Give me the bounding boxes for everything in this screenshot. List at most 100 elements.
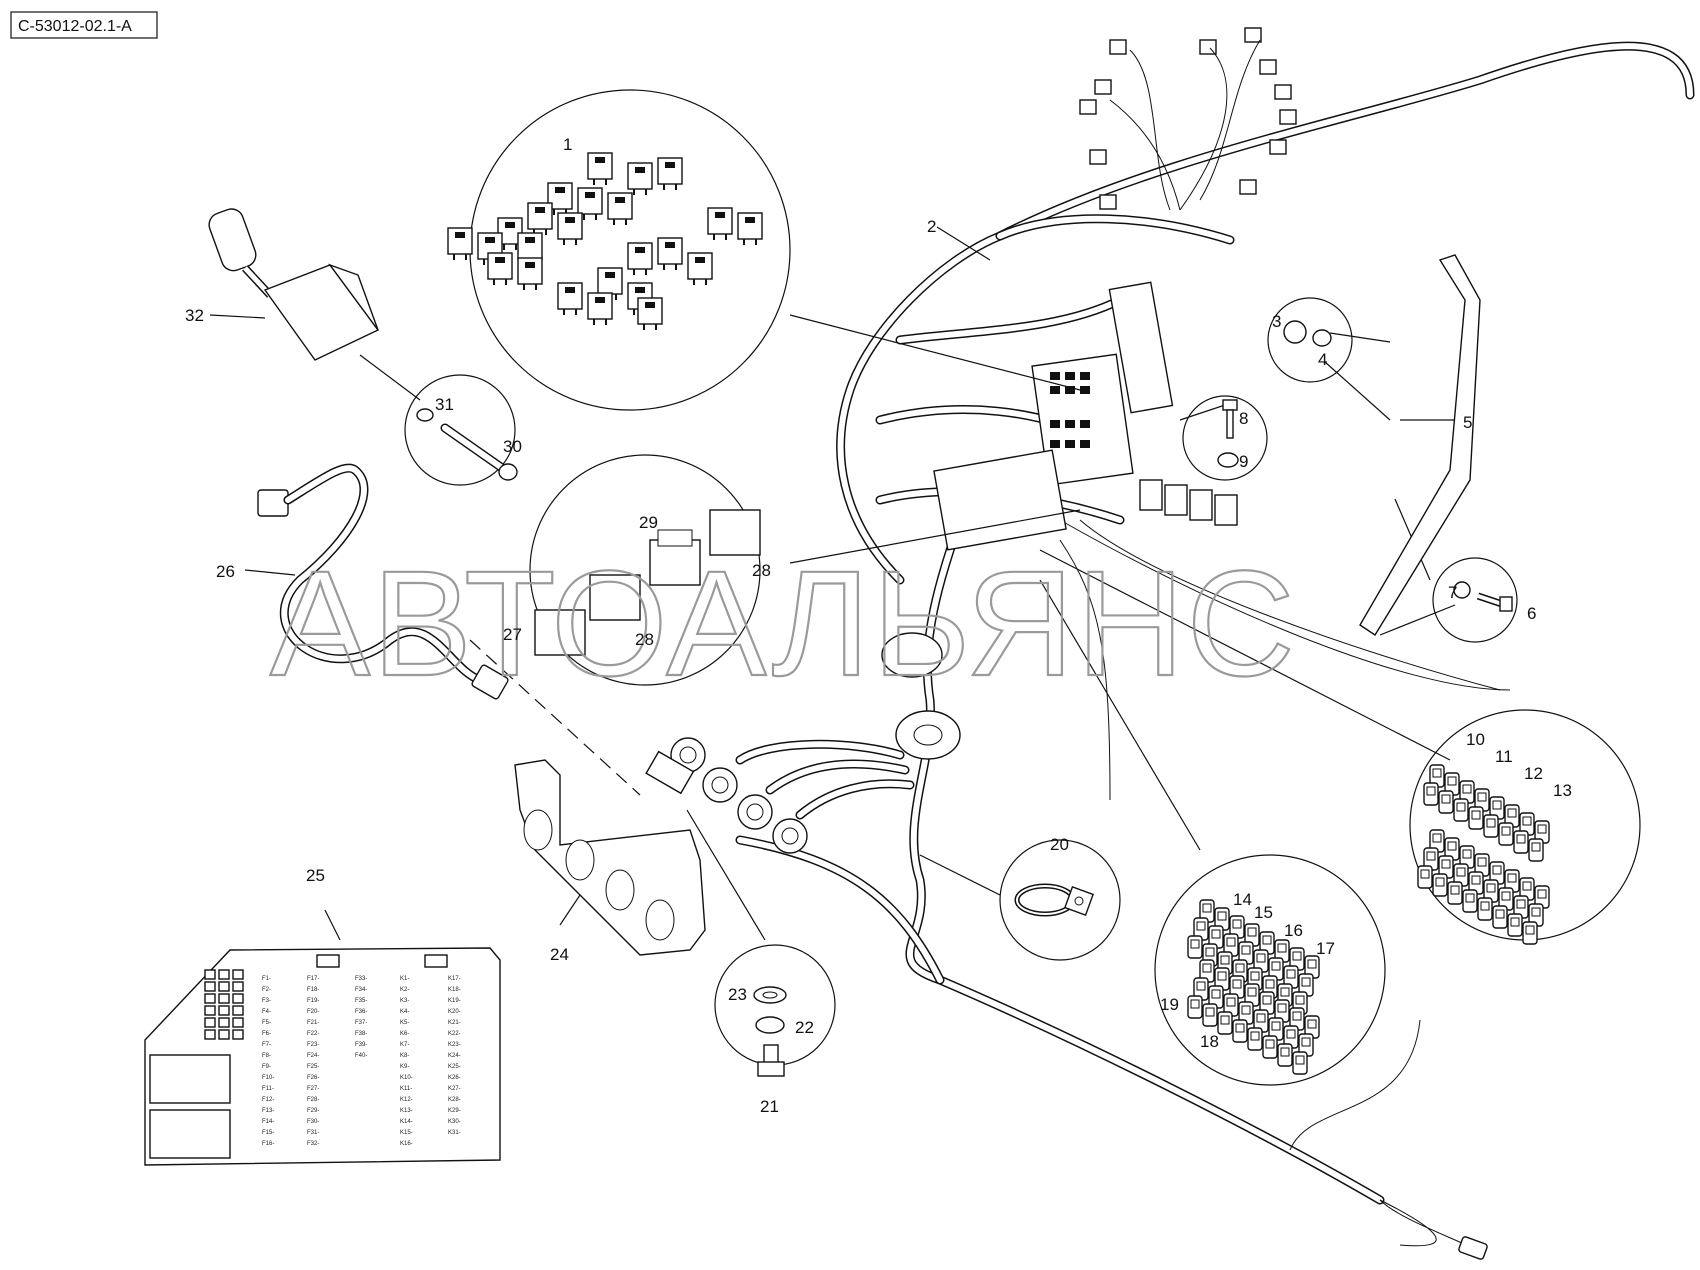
label-cell — [218, 993, 230, 1004]
fuse-icon — [1232, 1019, 1248, 1043]
fuse-icon — [1193, 917, 1209, 941]
fuse-icon — [1253, 1009, 1269, 1033]
fuse-label-code: F38- — [355, 1031, 367, 1037]
fuse-label-code: K2- — [400, 987, 409, 993]
fuse-icon — [1244, 923, 1260, 947]
callout-9: 9 — [1239, 452, 1248, 471]
label-cell — [232, 993, 244, 1004]
fuse-label-code: F4- — [262, 1009, 271, 1015]
fuse-icon — [1453, 798, 1469, 822]
fuse-icon — [1214, 967, 1230, 991]
callout-8: 8 — [1239, 409, 1248, 428]
relay-icon — [587, 292, 613, 325]
fuse-label-25: F1-F2-F3-F4-F5-F6-F7-F8-F9-F10-F11-F12-F… — [144, 947, 501, 1166]
callout-16: 16 — [1284, 921, 1303, 940]
relay-icon — [557, 212, 583, 245]
callout-20: 20 — [1050, 835, 1069, 854]
fuse-label-code: K12- — [400, 1097, 413, 1103]
detail-circle-bolt-21-23 — [714, 944, 836, 1077]
label-cell — [218, 1029, 230, 1040]
fuse-label-code: K31- — [448, 1130, 461, 1136]
fuse-label-code: K30- — [448, 1119, 461, 1125]
fuse-icon — [1477, 897, 1493, 921]
fuse-label-code: F13- — [262, 1108, 274, 1114]
fuse-label-code: F7- — [262, 1042, 271, 1048]
fuse-label-code: K8- — [400, 1053, 409, 1059]
fuse-label-code: K21- — [448, 1020, 461, 1026]
fuse-label-code: F25- — [307, 1064, 319, 1070]
callout-15: 15 — [1254, 903, 1273, 922]
label-cell — [232, 1017, 244, 1028]
fuse-label-code: F22- — [307, 1031, 319, 1037]
fuse-icon — [1474, 788, 1490, 812]
detail-circle-bolts-6-7 — [1432, 557, 1518, 643]
fuse-label-code: F33- — [355, 976, 367, 982]
label-cell — [204, 981, 216, 992]
fuse-icon — [1459, 780, 1475, 804]
connector-bracket-24 — [514, 750, 706, 956]
fuse-icon — [1534, 820, 1550, 844]
fuse-icon — [1444, 772, 1460, 796]
fuse-label-code: K13- — [400, 1108, 413, 1114]
fuse-label-code: K27- — [448, 1086, 461, 1092]
callout-18: 18 — [1200, 1032, 1219, 1051]
label-cell — [204, 993, 216, 1004]
fuse-label-code: F17- — [307, 976, 319, 982]
fuse-icon — [1208, 925, 1224, 949]
fuse-label-code: F2- — [262, 987, 271, 993]
fuse-icon — [1453, 863, 1469, 887]
callout-31: 31 — [435, 395, 454, 414]
relay-icon — [687, 252, 713, 285]
detail-circle-clamp-20 — [999, 839, 1121, 961]
document-code-text: C-53012-02.1-A — [18, 18, 132, 35]
fuse-label-code: F24- — [307, 1053, 319, 1059]
fuse-icon — [1429, 829, 1445, 853]
fuse-icon — [1513, 830, 1529, 854]
fuse-icon — [1462, 889, 1478, 913]
label-cell — [232, 1005, 244, 1016]
relay-icon — [447, 227, 473, 260]
fuse-label-code: F6- — [262, 1031, 271, 1037]
fuse-icon — [1283, 1025, 1299, 1049]
fuse-icon — [1528, 838, 1544, 862]
fuse-label-code: K26- — [448, 1075, 461, 1081]
fuse-label-code: F21- — [307, 1020, 319, 1026]
detail-circle-washers-30-31 — [404, 374, 518, 486]
callout-28-lower: 28 — [635, 630, 654, 649]
fuse-icon — [1438, 855, 1454, 879]
label-cell — [218, 1005, 230, 1016]
callout-24: 24 — [550, 945, 569, 964]
fuse-label-code: K28- — [448, 1097, 461, 1103]
fuse-icon — [1199, 899, 1215, 923]
callout-13: 13 — [1553, 781, 1572, 800]
fuse-label-code: F16- — [262, 1141, 274, 1147]
detail-circle-relays-27-29 — [529, 454, 761, 686]
relay-icon — [657, 237, 683, 270]
fuse-label-code: F19- — [307, 998, 319, 1004]
fuse-label-code: K7- — [400, 1042, 409, 1048]
label-cell — [218, 981, 230, 992]
fuse-icon — [1483, 814, 1499, 838]
fuse-icon — [1423, 782, 1439, 806]
callout-32: 32 — [185, 306, 204, 325]
fuse-label-code: F20- — [307, 1009, 319, 1015]
fuse-label-code: F27- — [307, 1086, 319, 1092]
fuse-icon — [1468, 806, 1484, 830]
fuse-label-code: K11- — [400, 1086, 412, 1092]
fuse-label-code: K18- — [448, 987, 461, 993]
fuse-label-code: K6- — [400, 1031, 409, 1037]
fuse-label-code: K17- — [448, 976, 461, 982]
callout-25: 25 — [306, 866, 325, 885]
fuse-label-code: K5- — [400, 1020, 409, 1026]
fuse-label-code: F12- — [262, 1097, 274, 1103]
fuse-icon — [1498, 822, 1514, 846]
leader-lines — [209, 226, 1460, 941]
lever-switch-32 — [208, 208, 380, 361]
fuse-label-code: F3- — [262, 998, 271, 1004]
fuse-icon — [1187, 995, 1203, 1019]
fuse-label-code: F18- — [307, 987, 319, 993]
callout-19: 19 — [1160, 995, 1179, 1014]
fuse-label-code: F37- — [355, 1020, 367, 1026]
fuse-icon — [1277, 1043, 1293, 1067]
